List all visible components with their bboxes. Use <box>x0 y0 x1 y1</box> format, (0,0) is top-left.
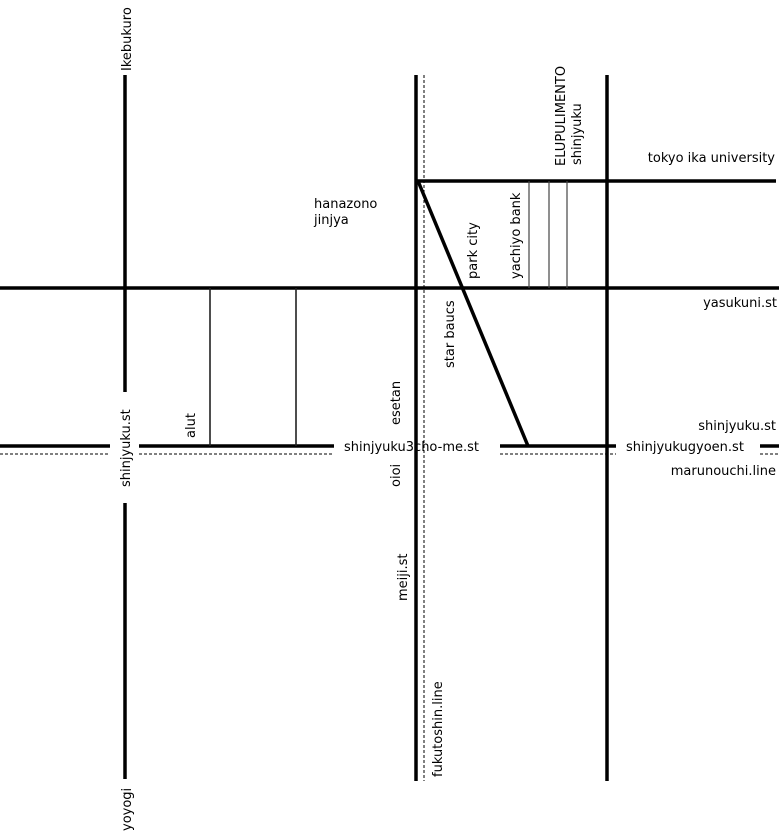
label-ikebukuro: Ikebukuro <box>120 7 135 71</box>
label-jinjya: jinjya <box>313 213 349 228</box>
label-shinjyukugyoen-st: shinjyukugyoen.st <box>626 440 744 455</box>
label-oioi: oioi <box>389 464 404 487</box>
label-meiji-st: meiji.st <box>396 554 411 602</box>
label-yoyogi: yoyogi <box>120 788 135 831</box>
label-yachiyo-bank: yachiyo bank <box>509 192 524 279</box>
label-elupulimento: ELUPULIMENTO <box>554 66 569 166</box>
label-star-baucs: star baucs <box>443 300 458 368</box>
label-shinjyuku-st-right: shinjyuku.st <box>698 419 776 434</box>
label-fukutoshin-line: fukutoshin.line <box>431 681 446 777</box>
label-elupulimento-sub: shinjyuku <box>570 103 585 165</box>
label-hanazono: hanazono <box>314 197 377 212</box>
label-shinjyuku-st-vertical: shinjyuku.st <box>119 409 134 487</box>
label-tokyo-ika-university: tokyo ika university <box>648 151 776 166</box>
label-esetan: esetan <box>389 381 404 425</box>
label-yasukuni-st: yasukuni.st <box>703 296 777 311</box>
label-park-city: park city <box>466 222 481 279</box>
label-marunouchi-line: marunouchi.line <box>671 464 776 479</box>
diagonal-road <box>416 180 530 447</box>
label-alut: alut <box>184 413 199 438</box>
label-shinjyuku3chome-st: shinjyuku3cho-me.st <box>344 440 479 455</box>
